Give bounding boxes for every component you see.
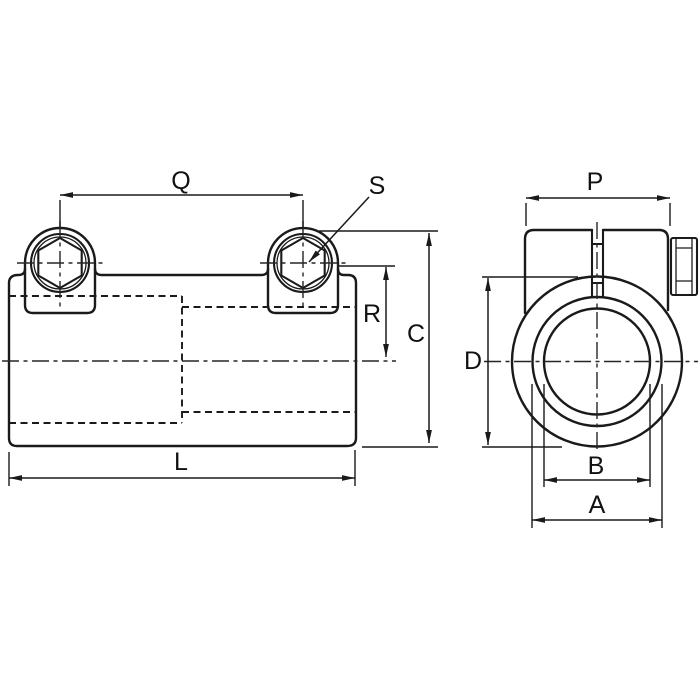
clamp-block-outline — [523, 228, 670, 315]
dim-label-q: Q — [171, 167, 190, 195]
dimension-b: B — [543, 384, 651, 487]
nut-flat-edges — [675, 238, 693, 295]
screw-boss-left — [23, 226, 97, 315]
side-view: Q S R C L — [2, 167, 438, 486]
dim-label-a: A — [589, 491, 606, 519]
side-view-center-lines — [2, 221, 396, 362]
nut-chamfer-lines — [676, 247, 692, 282]
dim-label-p: P — [587, 168, 604, 196]
dimension-l: L — [8, 448, 356, 486]
dim-label-r: R — [363, 300, 381, 328]
clamp-slit — [590, 228, 605, 299]
dimension-d: D — [464, 276, 578, 448]
dimension-p: P — [525, 168, 671, 226]
dim-label-d: D — [464, 347, 482, 375]
screw-boss-right — [266, 226, 340, 315]
dimension-q: Q — [59, 167, 304, 228]
nut-outline — [669, 236, 699, 297]
dimension-s: S — [308, 172, 386, 263]
end-view: P D B A — [464, 168, 699, 528]
dim-label-s: S — [369, 172, 386, 200]
dimension-a: A — [531, 384, 663, 528]
hex-nut-side-view — [669, 236, 699, 297]
dim-label-l: L — [174, 448, 188, 476]
dim-label-b: B — [588, 452, 605, 480]
end-view-center-lines — [484, 222, 698, 452]
dimension-c: C — [319, 230, 438, 448]
hidden-bore-lines — [9, 295, 356, 424]
dimension-r: R — [338, 265, 395, 357]
dim-label-c: C — [407, 320, 425, 348]
